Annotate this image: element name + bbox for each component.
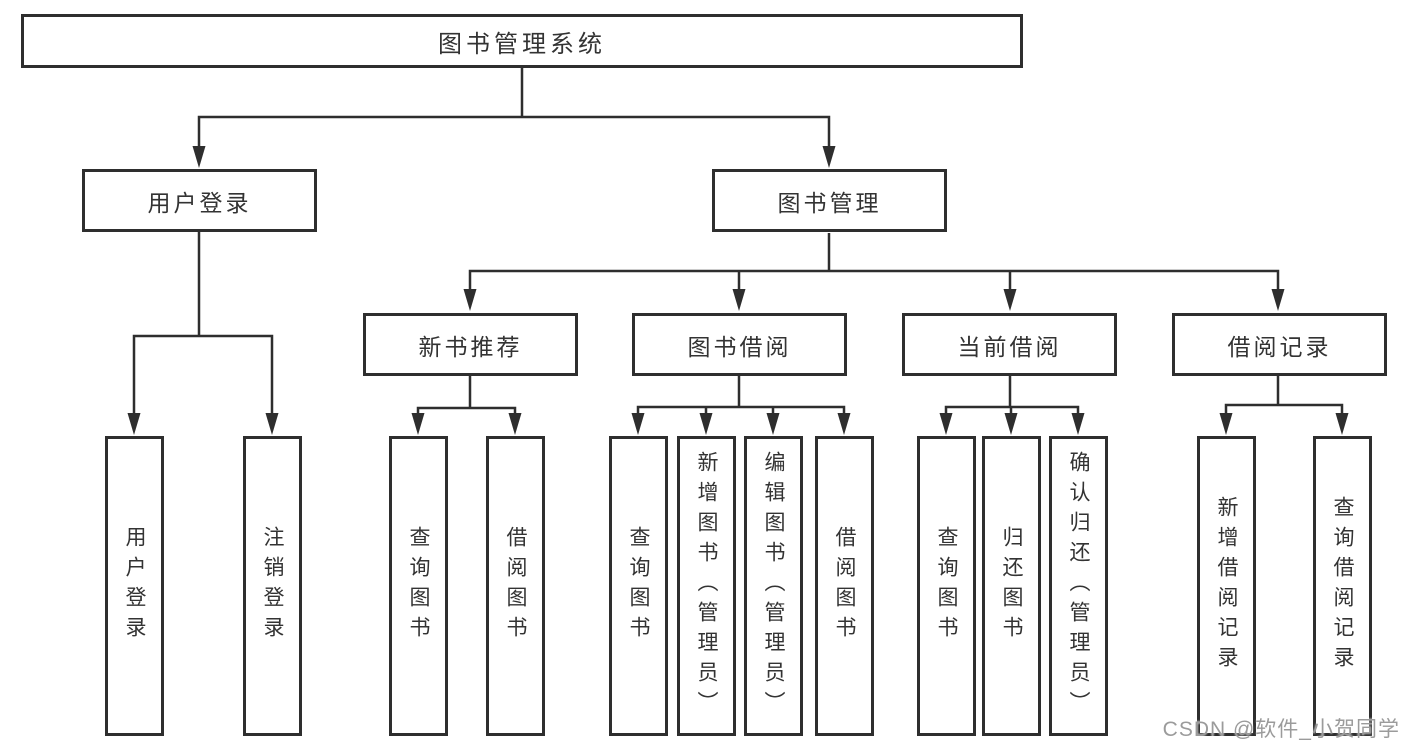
arrowhead (265, 413, 279, 435)
arrowhead (1071, 413, 1085, 435)
arrowhead (1004, 413, 1018, 435)
arrowhead (411, 413, 425, 435)
node-book-management: 图书管理 (712, 169, 947, 232)
connector-current-borrowing-children (939, 376, 1085, 435)
leaf-query-books-recommend-label: 查询图书 (407, 526, 430, 646)
arrowhead (508, 413, 522, 435)
leaf-confirm-return-admin: 确认归还（管理员） (1049, 436, 1108, 736)
leaf-query-borrow-record-label: 查询借阅记录 (1331, 496, 1354, 676)
leaf-query-books-borrowing: 查询图书 (609, 436, 668, 736)
leaf-query-books-current: 查询图书 (917, 436, 976, 736)
leaf-add-books-admin: 新增图书（管理员） (677, 436, 736, 736)
connector-new-book-recommend-children (411, 376, 522, 435)
node-root-label: 图书管理系统 (438, 30, 606, 58)
leaf-add-borrow-record-label: 新增借阅记录 (1215, 496, 1238, 676)
arrowhead (766, 413, 780, 435)
arrowhead (1271, 289, 1285, 311)
leaf-confirm-return-admin-label: 确认归还（管理员） (1067, 451, 1090, 721)
arrowhead (1003, 289, 1017, 311)
node-book-borrowing-label: 图书借阅 (687, 333, 792, 360)
leaf-edit-books-admin: 编辑图书（管理员） (744, 436, 803, 736)
arrowhead (1219, 413, 1233, 435)
node-book-management-label: 图书管理 (777, 189, 882, 216)
leaf-user-login: 用户登录 (105, 436, 164, 736)
leaf-borrow-books-recommend-label: 借阅图书 (504, 526, 527, 646)
leaf-logout-login-label: 注销登录 (261, 526, 284, 646)
leaf-query-books-borrowing-label: 查询图书 (627, 526, 650, 646)
leaf-query-books-current-label: 查询图书 (935, 526, 958, 646)
arrowhead (192, 146, 206, 168)
node-new-book-recommend-label: 新书推荐 (418, 333, 523, 360)
node-current-borrowing: 当前借阅 (902, 313, 1117, 376)
arrowhead (699, 413, 713, 435)
leaf-return-books-label: 归还图书 (1000, 526, 1023, 646)
arrowhead (732, 289, 746, 311)
connector-root-to-level2 (192, 68, 836, 168)
leaf-borrow-books-borrowing-label: 借阅图书 (833, 526, 856, 646)
node-book-borrowing: 图书借阅 (632, 313, 847, 376)
node-borrowing-records: 借阅记录 (1172, 313, 1387, 376)
node-borrowing-records-label: 借阅记录 (1227, 333, 1332, 360)
node-user-login: 用户登录 (82, 169, 317, 232)
leaf-add-books-admin-label: 新增图书（管理员） (695, 451, 718, 721)
leaf-edit-books-admin-label: 编辑图书（管理员） (762, 451, 785, 721)
leaf-user-login-label: 用户登录 (123, 526, 146, 646)
node-new-book-recommend: 新书推荐 (363, 313, 578, 376)
leaf-borrow-books-borrowing: 借阅图书 (815, 436, 874, 736)
arrowhead (127, 413, 141, 435)
connector-borrowing-records-children (1219, 376, 1349, 435)
watermark: CSDN @软件_小贺同学 (1162, 718, 1400, 741)
leaf-borrow-books-recommend: 借阅图书 (486, 436, 545, 736)
node-user-login-label: 用户登录 (147, 189, 252, 216)
connector-book-borrowing-children (631, 376, 851, 435)
leaf-query-borrow-record: 查询借阅记录 (1313, 436, 1372, 736)
leaf-add-borrow-record: 新增借阅记录 (1197, 436, 1256, 736)
arrowhead (837, 413, 851, 435)
leaf-return-books: 归还图书 (982, 436, 1041, 736)
node-current-borrowing-label: 当前借阅 (957, 333, 1062, 360)
node-root: 图书管理系统 (21, 14, 1023, 68)
arrowhead (939, 413, 953, 435)
arrowhead (1335, 413, 1349, 435)
arrowhead (463, 289, 477, 311)
connector-book-management-children (463, 233, 1285, 311)
arrowhead (822, 146, 836, 168)
arrowhead (631, 413, 645, 435)
leaf-query-books-recommend: 查询图书 (389, 436, 448, 736)
connector-user-login-children (127, 232, 279, 435)
leaf-logout-login: 注销登录 (243, 436, 302, 736)
